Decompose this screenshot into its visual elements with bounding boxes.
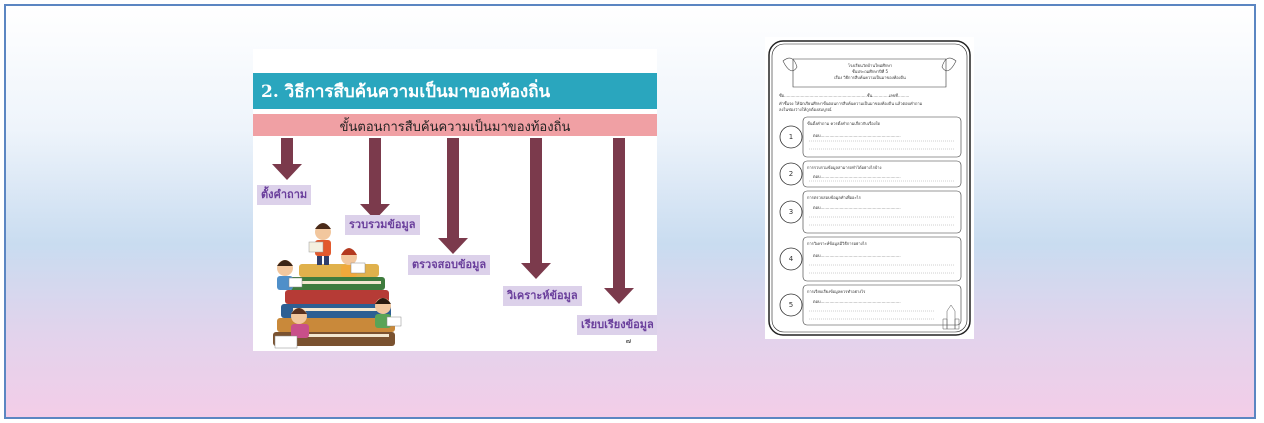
slide-subtitle: ขั้นตอนการสืบค้นความเป็นมาของท้องถิ่น xyxy=(339,120,571,135)
slide-subtitle-bar: ขั้นตอนการสืบค้นความเป็นมาของท้องถิ่น xyxy=(253,114,657,136)
worksheet-instruction-1: คำชี้แจง ให้นักเรียนศึกษาขั้นตอนการสืบค้… xyxy=(779,101,923,106)
question-number-3: 3 xyxy=(788,209,794,216)
step-label-5: เรียบเรียงข้อมูล xyxy=(577,315,657,335)
worksheet-border xyxy=(768,40,971,336)
answer-line-4: ตอบ.....................................… xyxy=(813,253,901,258)
worksheet-school: โรงเรียนวัดบ้านใหม่ศึกษา xyxy=(847,63,893,68)
worksheet-topic: เรื่อง วิธีการสืบค้นความเป็นมาของท้องถิ่… xyxy=(834,75,906,80)
slide-page-number: ๗ xyxy=(625,337,631,345)
question-text-4: การวิเคราะห์ข้อมูลมีวิธีการอย่างไร xyxy=(807,241,867,246)
question-text-1: ขั้นตั้งคำถาม ควรตั้งคำถามเกี่ยวกับเรื่อ… xyxy=(807,121,881,126)
step-label-3: ตรวจสอบข้อมูล xyxy=(408,255,491,275)
answer-line-3: ตอบ.....................................… xyxy=(813,205,901,210)
slide-title: 2. วิธีการสืบค้นความเป็นมาของท้องถิ่น xyxy=(261,82,551,102)
arrow-step-2 xyxy=(360,138,390,220)
answer-line-1: ตอบ.....................................… xyxy=(813,133,901,138)
question-number-1: 1 xyxy=(788,134,794,141)
answer-line-5: ตอบ.....................................… xyxy=(813,299,901,304)
question-text-2: การรวบรวมข้อมูลสามารถทำได้อย่างไรบ้าง xyxy=(807,165,882,170)
arrow-step-4 xyxy=(521,138,551,279)
answer-line-2: ตอบ.....................................… xyxy=(813,174,901,179)
worksheet-grade: ชั้นประถมศึกษาปีที่ 5 xyxy=(851,69,889,74)
arrow-step-5 xyxy=(604,138,634,304)
worksheet-image: โรงเรียนวัดบ้านใหม่ศึกษา ชั้นประถมศึกษาป… xyxy=(765,37,974,339)
step-label-1: ตั้งคำถาม xyxy=(257,185,312,205)
step-label-4: วิเคราะห์ข้อมูล xyxy=(503,286,582,306)
slide-image: 2. วิธีการสืบค้นความเป็นมาของท้องถิ่น ขั… xyxy=(253,49,657,351)
arrow-step-3 xyxy=(438,138,468,254)
worksheet-name-line: ชื่อ....................................… xyxy=(779,93,910,98)
question-number-2: 2 xyxy=(788,171,794,178)
page-frame: 2. วิธีการสืบค้นความเป็นมาของท้องถิ่น ขั… xyxy=(4,4,1256,419)
question-number-4: 4 xyxy=(788,256,794,263)
step-label-2: รวบรวมข้อมูล xyxy=(345,215,420,235)
slide-title-bar: 2. วิธีการสืบค้นความเป็นมาของท้องถิ่น xyxy=(253,73,657,109)
children-reading-illustration xyxy=(273,223,402,349)
worksheet-instruction-2: ลงในช่องว่างให้ถูกต้องสมบูรณ์ xyxy=(779,107,832,112)
question-number-5: 5 xyxy=(788,302,794,309)
question-text-3: การตรวจสอบข้อมูลทำเพื่ออะไร xyxy=(807,195,861,200)
steps-diagram xyxy=(272,138,634,349)
question-text-5: การเรียบเรียงข้อมูลควรทำอย่างไร xyxy=(807,289,866,294)
arrow-step-1 xyxy=(272,138,302,180)
